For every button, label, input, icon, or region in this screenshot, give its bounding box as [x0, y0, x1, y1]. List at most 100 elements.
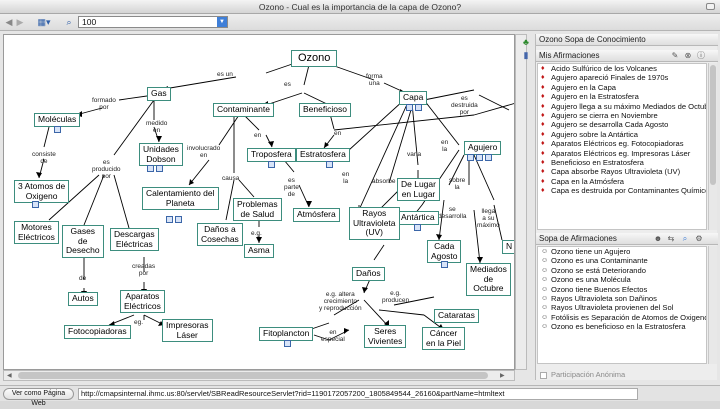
list-item[interactable]: ☺Ozono se está Deteriorando	[538, 266, 706, 275]
concept-node-ozono[interactable]: Ozono	[291, 50, 338, 67]
concept-node-antartica[interactable]: Antártica	[397, 211, 439, 225]
concept-node-capa[interactable]: Capa	[399, 91, 428, 105]
concept-node-moleculas[interactable]: Moléculas	[34, 113, 81, 127]
zoom-select[interactable]: 100 ▼	[78, 16, 228, 28]
scroll-left-arrow-icon[interactable]: ◀	[7, 373, 12, 379]
delete-icon[interactable]: ⊗	[684, 51, 692, 60]
book-icon[interactable]: ▮	[523, 50, 529, 60]
concept-node-contaminante[interactable]: Contaminante	[213, 103, 274, 117]
concept-node-gas[interactable]: Gas	[147, 87, 171, 101]
people-icon[interactable]: ☻	[653, 234, 663, 243]
link-label[interactable]: e.g.producen	[382, 290, 410, 304]
window-zoom-button[interactable]	[706, 3, 715, 10]
list-item[interactable]: ♦Agujero apareció Finales de 1970s	[538, 73, 706, 82]
view-as-web-page-button[interactable]: Ver como Página Web	[3, 388, 74, 407]
list-item[interactable]: ♦Capa es destruida por Contaminantes Quí…	[538, 186, 706, 195]
map-vertical-scrollbar[interactable]	[515, 34, 527, 370]
resource-icon[interactable]	[441, 261, 448, 268]
pencil-icon[interactable]: ✎	[671, 51, 679, 60]
link-label[interactable]: eg.	[134, 319, 144, 326]
list-item[interactable]: ♦Aparatos Eléctricos eg. Impresoras Láse…	[538, 149, 706, 158]
concept-node-partial[interactable]: N	[502, 240, 514, 254]
anonymous-participation[interactable]: Participación Anónima	[540, 370, 625, 379]
resource-icon[interactable]	[406, 104, 413, 111]
list-item[interactable]: ♦Agujero llega a su máximo Mediados de O…	[538, 102, 706, 111]
resource-icon[interactable]	[467, 154, 474, 161]
list-item[interactable]: ♦Agujero en la Estratosfera	[538, 92, 706, 101]
search-icon[interactable]: ⌕	[682, 234, 688, 243]
link-label[interactable]: causa	[222, 175, 240, 182]
link-label[interactable]: es un	[217, 71, 233, 78]
settings-icon[interactable]: ⚙	[695, 234, 703, 243]
list-item[interactable]: ☺Rayos Ultravioleta son Dañinos	[538, 294, 706, 303]
share-icon[interactable]: ⇆	[667, 234, 675, 243]
list-item[interactable]: ☺Ozono tiene Buenos Efectos	[538, 285, 706, 294]
link-label[interactable]: de	[79, 275, 87, 282]
list-item[interactable]: ♦Agujero se desarrolla Cada Agosto	[538, 120, 706, 129]
list-item[interactable]: ♦Capa absorbe Rayos Ultravioleta (UV)	[538, 167, 706, 176]
soup-scrollbar[interactable]	[708, 246, 717, 364]
link-label[interactable]: e.g.	[251, 230, 262, 237]
resource-icon[interactable]	[485, 154, 492, 161]
link-label[interactable]: en	[254, 132, 262, 139]
concept-node-atmosfera[interactable]: Atmósfera	[293, 208, 340, 222]
list-item[interactable]: ♦Beneficioso en Estratosfera	[538, 158, 706, 167]
claims-scroll-thumb[interactable]	[710, 65, 716, 185]
resource-icon[interactable]	[414, 224, 421, 231]
my-claims-list[interactable]: ♦Acido Sulfúrico de los Volcanes♦Agujero…	[537, 63, 707, 230]
forward-arrow-icon[interactable]: ▶	[16, 17, 24, 27]
list-item[interactable]: ☺Ozono tiene un Agujero	[538, 247, 706, 256]
list-item[interactable]: ☺Rayos Ultravioleta provienen del Sol	[538, 303, 706, 312]
concept-node-cataratas[interactable]: Cataratas	[434, 309, 479, 323]
chevron-down-icon[interactable]: ▼	[217, 17, 227, 27]
list-item[interactable]: ♦Agujero se cierra en Noviembre	[538, 111, 706, 120]
back-arrow-icon[interactable]: ◀	[5, 17, 13, 27]
resource-icon[interactable]	[284, 340, 291, 347]
resource-icon[interactable]	[156, 165, 163, 172]
list-item[interactable]: ☺Ozono es beneficioso en la Estratosfera	[538, 322, 706, 331]
concept-node-fitoplancton[interactable]: Fitoplancton	[259, 327, 314, 341]
link-label[interactable]: en	[334, 130, 342, 137]
resource-icon[interactable]	[147, 165, 154, 172]
concept-node-danos[interactable]: Daños	[352, 267, 385, 281]
resource-icon[interactable]	[415, 104, 422, 111]
scroll-right-arrow-icon[interactable]: ▶	[500, 373, 505, 379]
concept-node-asma[interactable]: Asma	[244, 244, 274, 258]
concept-node-estratosfera[interactable]: Estratosfera	[296, 148, 350, 162]
resource-icon[interactable]	[166, 216, 173, 223]
link-label[interactable]: varia	[407, 151, 422, 158]
list-item[interactable]: ♦Acido Sulfúrico de los Volcanes	[538, 64, 706, 73]
plant-icon[interactable]: ♣	[523, 37, 529, 47]
list-item[interactable]: ♦Agujero en la Capa	[538, 83, 706, 92]
anonymous-checkbox[interactable]	[540, 371, 547, 379]
list-item[interactable]: ☺Ozono es una Molécula	[538, 275, 706, 284]
list-item[interactable]: ♦Capa en la Atmósfera	[538, 177, 706, 186]
resource-icon[interactable]	[268, 161, 275, 168]
concept-node-beneficioso[interactable]: Beneficioso	[299, 103, 351, 117]
concept-node-agujero[interactable]: Agujero	[464, 141, 502, 155]
list-item[interactable]: ☺Ozono es una Contaminante	[538, 256, 706, 265]
